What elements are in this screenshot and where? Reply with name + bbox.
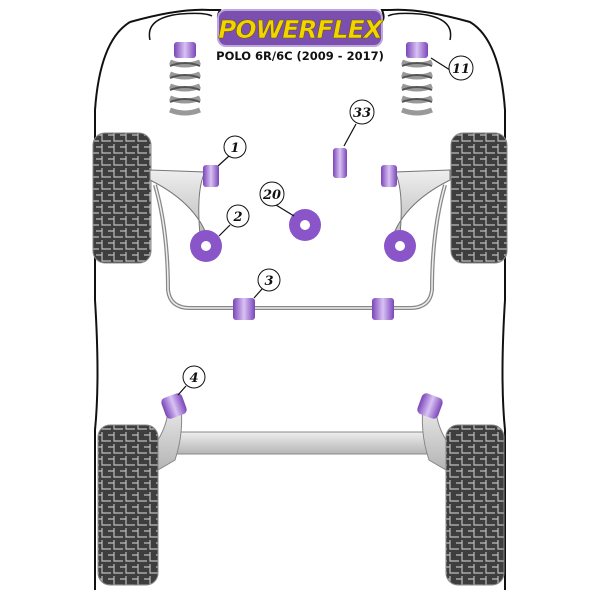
- svg-text:2: 2: [232, 210, 242, 225]
- bush-3-left: [233, 298, 255, 320]
- powerflex-logo: POWERFLEX POLO 6R/6C (2009 - 2017): [216, 9, 386, 63]
- svg-text:4: 4: [189, 371, 198, 386]
- rear-right-tyre: [445, 424, 505, 586]
- svg-text:3: 3: [264, 274, 273, 289]
- callout-4: 4: [182, 365, 206, 389]
- body-curve-right: [387, 12, 452, 41]
- front-right-spring: [401, 59, 433, 116]
- rear-left-tyre: [97, 424, 159, 586]
- rear-beam: [169, 431, 431, 455]
- model-subtitle: POLO 6R/6C (2009 - 2017): [216, 49, 384, 63]
- front-left-spring: [169, 59, 201, 116]
- callout-1: 1: [223, 135, 247, 159]
- logo-brand-text: POWERFLEX: [218, 15, 385, 44]
- bush-4-left: [161, 393, 187, 419]
- svg-text:20: 20: [262, 188, 281, 203]
- car-body-outline: [94, 8, 506, 590]
- callout-3: 3: [257, 268, 281, 292]
- top-mount-bush-left: [174, 42, 196, 58]
- bush-33: [333, 148, 347, 178]
- callout-20: 20: [259, 181, 285, 207]
- bush-4-right: [417, 393, 443, 419]
- callout-11: 11: [448, 55, 474, 81]
- svg-text:11: 11: [452, 62, 470, 77]
- callout-33: 33: [349, 99, 375, 125]
- callout-leaders: [177, 57, 451, 396]
- svg-text:1: 1: [230, 141, 239, 156]
- bush-1-right: [381, 165, 397, 187]
- top-mount-bush-right: [406, 42, 428, 58]
- bush-1-left: [203, 165, 219, 187]
- svg-text:33: 33: [353, 106, 371, 121]
- front-right-tyre: [450, 132, 508, 264]
- callout-2: 2: [226, 204, 250, 228]
- body-curve-left: [148, 12, 213, 41]
- bush-3-right: [372, 298, 394, 320]
- front-left-tyre: [92, 132, 152, 264]
